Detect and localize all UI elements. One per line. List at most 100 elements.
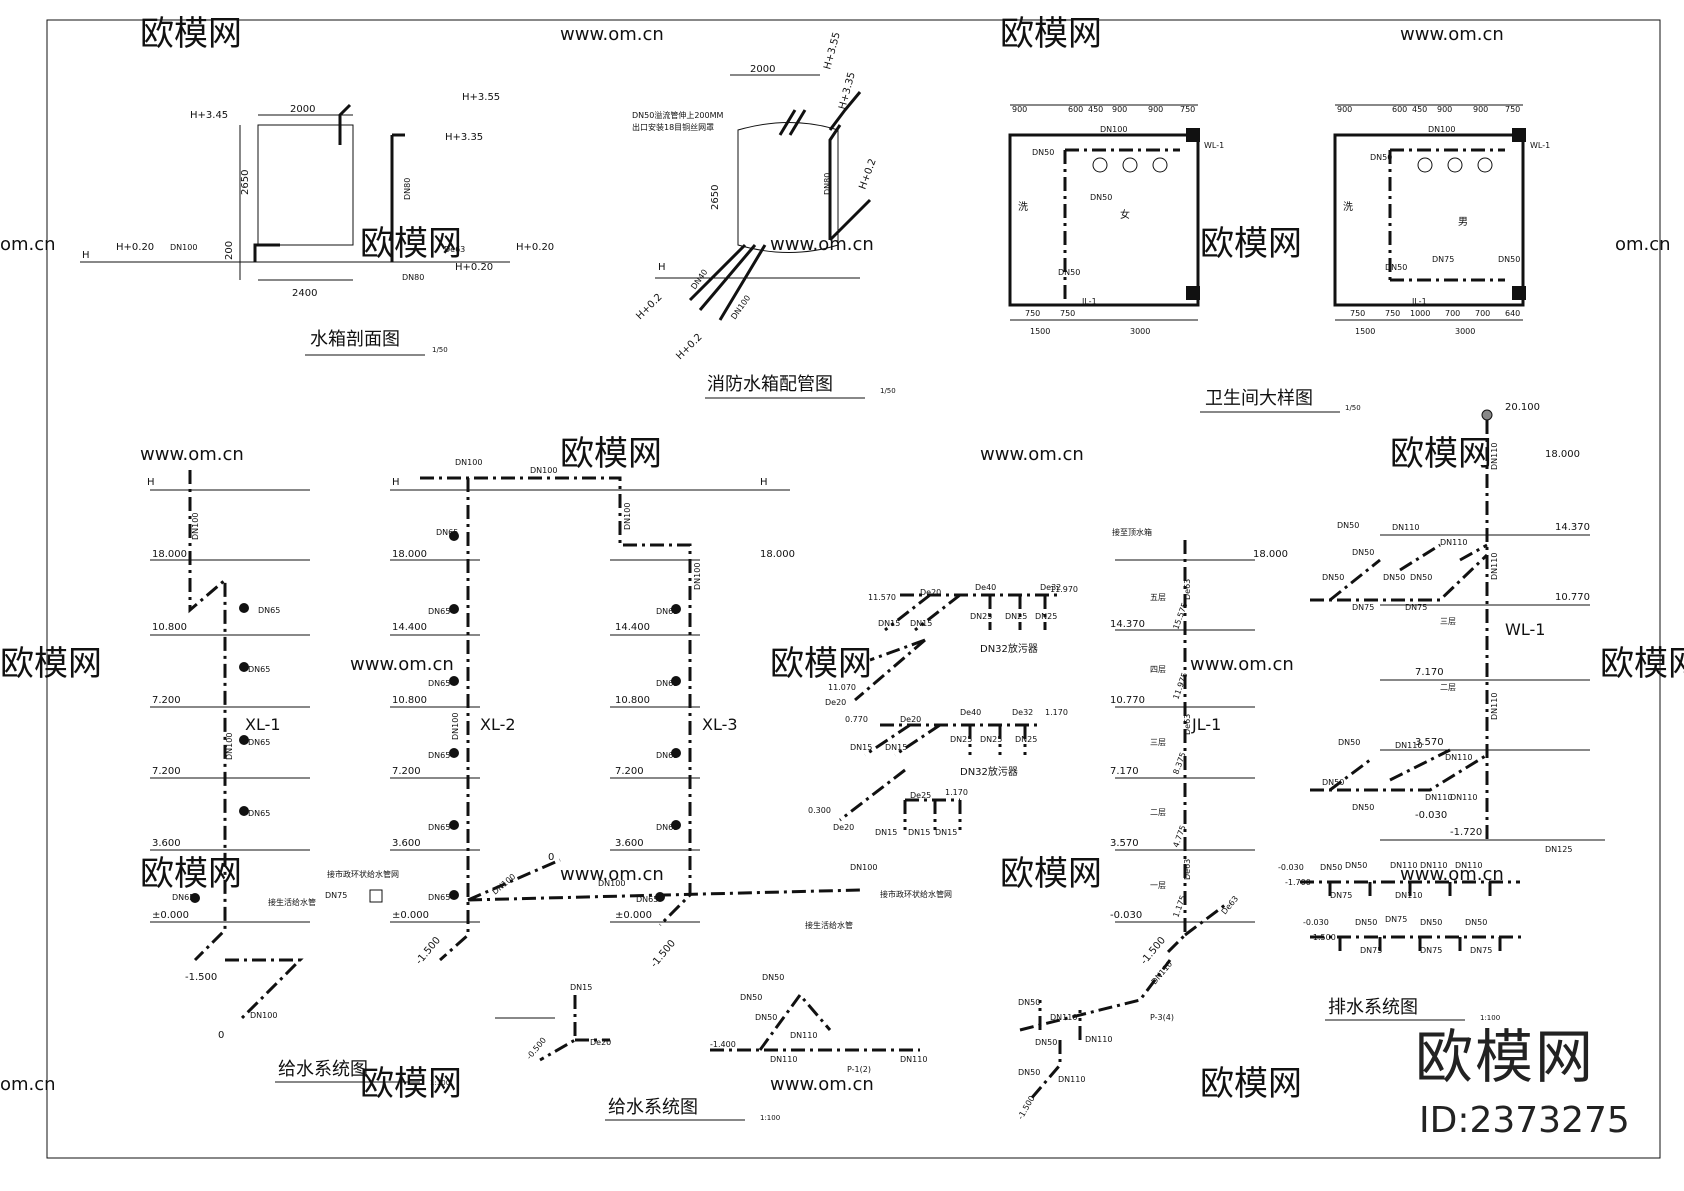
svg-text:De32: De32 <box>1012 708 1033 717</box>
svg-text:14.400: 14.400 <box>615 622 650 633</box>
svg-text:WL-1: WL-1 <box>1530 141 1550 150</box>
svg-text:900: 900 <box>1148 105 1163 114</box>
svg-text:-0.500: -0.500 <box>525 1036 548 1062</box>
svg-text:DN110: DN110 <box>1390 861 1417 870</box>
fire-h02-a: H+0.2 <box>634 292 664 322</box>
svg-text:DN65: DN65 <box>248 809 270 818</box>
h335-label: H+3.35 <box>445 132 483 143</box>
svg-text:DN15: DN15 <box>935 828 957 837</box>
svg-text:DN100: DN100 <box>455 458 482 467</box>
wash-m: 洗 <box>1343 201 1353 213</box>
svg-text:7.170: 7.170 <box>1415 667 1444 678</box>
svg-text:3.570: 3.570 <box>1415 737 1444 748</box>
svg-text:900: 900 <box>1437 105 1452 114</box>
svg-text:DN100: DN100 <box>850 863 877 872</box>
svg-text:DN75: DN75 <box>1470 946 1492 955</box>
svg-text:DN100: DN100 <box>623 503 632 530</box>
svg-text:DN50: DN50 <box>1090 193 1112 202</box>
svg-text:DN110: DN110 <box>1150 959 1175 986</box>
toilet-top-dims-m: 900 600 450 900 900 750 <box>1337 105 1520 114</box>
svg-text:450: 450 <box>1088 105 1103 114</box>
svg-text:11.970: 11.970 <box>1050 585 1078 594</box>
svg-text:De63: De63 <box>1183 579 1192 600</box>
svg-text:-1.500: -1.500 <box>185 972 217 983</box>
svg-text:DN110: DN110 <box>1490 693 1499 720</box>
svg-text:DN110: DN110 <box>1058 1075 1085 1084</box>
watermarks: 欧模网 欧模网 www.om.cn www.om.cn 欧模网 欧模网 www.… <box>0 14 1684 1104</box>
svg-text:DN75: DN75 <box>1330 891 1352 900</box>
svg-text:DN50: DN50 <box>1352 803 1374 812</box>
dim-2650: 2650 <box>240 170 251 195</box>
h020-right: H+0.20 <box>455 262 493 273</box>
svg-text:7.200: 7.200 <box>615 766 644 777</box>
svg-text:-1.400: -1.400 <box>710 1040 736 1049</box>
svg-text:0.300: 0.300 <box>808 806 831 815</box>
svg-text:DN50: DN50 <box>1345 861 1367 870</box>
svg-text:600: 600 <box>1392 105 1407 114</box>
svg-text:DN50: DN50 <box>1058 268 1080 277</box>
svg-text:450: 450 <box>1412 105 1427 114</box>
svg-text:DN50: DN50 <box>1322 573 1344 582</box>
svg-text:750: 750 <box>1025 309 1040 318</box>
watermark-logo: 欧模网 <box>770 644 872 684</box>
svg-text:DN100: DN100 <box>530 466 557 475</box>
svg-text:640: 640 <box>1505 309 1520 318</box>
svg-text:De20: De20 <box>900 715 921 724</box>
dim-200: 200 <box>224 241 235 260</box>
svg-text:DN50: DN50 <box>1338 738 1360 747</box>
watermark-url: www.om.cn <box>560 24 664 45</box>
svg-text:H: H <box>147 477 155 488</box>
svg-text:0: 0 <box>218 1030 224 1041</box>
scale-150: 1/50 <box>432 346 448 354</box>
svg-text:7.200: 7.200 <box>392 766 421 777</box>
svg-text:De20: De20 <box>833 823 854 832</box>
fire-h02-b: H+0.2 <box>674 332 704 362</box>
svg-text:10.800: 10.800 <box>615 695 650 706</box>
supply-title: 给水系统图 <box>278 1059 368 1080</box>
h-label: H <box>82 250 90 261</box>
svg-text:DN100: DN100 <box>598 879 625 888</box>
svg-text:DN50: DN50 <box>740 993 762 1002</box>
svg-text:DN110: DN110 <box>1425 793 1452 802</box>
svg-text:DN100: DN100 <box>451 713 460 740</box>
h020-right2: H+0.20 <box>516 242 554 253</box>
fire-dim-2000: 2000 <box>750 64 775 75</box>
svg-text:DN75: DN75 <box>1420 946 1442 955</box>
svg-text:DN65: DN65 <box>428 751 450 760</box>
svg-text:DN110: DN110 <box>1490 553 1499 580</box>
svg-text:DN100: DN100 <box>191 513 200 540</box>
svg-text:11.070: 11.070 <box>828 683 856 692</box>
svg-text:DN75: DN75 <box>1352 603 1374 612</box>
svg-text:DN65: DN65 <box>428 893 450 902</box>
h020-label: H+0.20 <box>116 242 154 253</box>
svg-text:7.170: 7.170 <box>1110 766 1139 777</box>
dn80-label: DN80 <box>403 178 412 200</box>
svg-text:JL-1: JL-1 <box>1081 297 1097 306</box>
svg-text:DN50: DN50 <box>1018 998 1040 1007</box>
svg-text:接市政环状给水管网: 接市政环状给水管网 <box>880 889 952 899</box>
brand-id: ID:2373275 <box>1419 1100 1630 1141</box>
svg-text:De32: De32 <box>1040 583 1061 592</box>
watermark-logo: 欧模网 <box>1200 224 1302 264</box>
svg-text:DN65: DN65 <box>248 738 270 747</box>
watermark-url: www.om.cn <box>350 654 454 675</box>
fire-tank-title: 消防水箱配管图 <box>707 374 833 395</box>
watermark-logo: 欧模网 <box>560 434 662 474</box>
svg-text:DN50: DN50 <box>1410 573 1432 582</box>
svg-text:900: 900 <box>1473 105 1488 114</box>
tank-section: H H+0.20 DN100 2000 2650 200 2400 H+3.45… <box>80 92 554 356</box>
svg-text:De25: De25 <box>910 791 931 800</box>
svg-text:De40: De40 <box>975 583 996 592</box>
dn100-label: DN100 <box>170 243 197 252</box>
svg-text:De20: De20 <box>825 698 846 707</box>
svg-text:DN50: DN50 <box>1498 255 1520 264</box>
svg-text:750: 750 <box>1350 309 1365 318</box>
svg-text:DN65: DN65 <box>436 528 458 537</box>
svg-text:-1.700: -1.700 <box>1285 878 1311 887</box>
svg-text:DN110: DN110 <box>1445 753 1472 762</box>
svg-text:±0.000: ±0.000 <box>615 910 652 921</box>
svg-text:DN50: DN50 <box>755 1013 777 1022</box>
svg-text:三层: 三层 <box>1150 738 1166 747</box>
svg-text:DN110: DN110 <box>1420 861 1447 870</box>
